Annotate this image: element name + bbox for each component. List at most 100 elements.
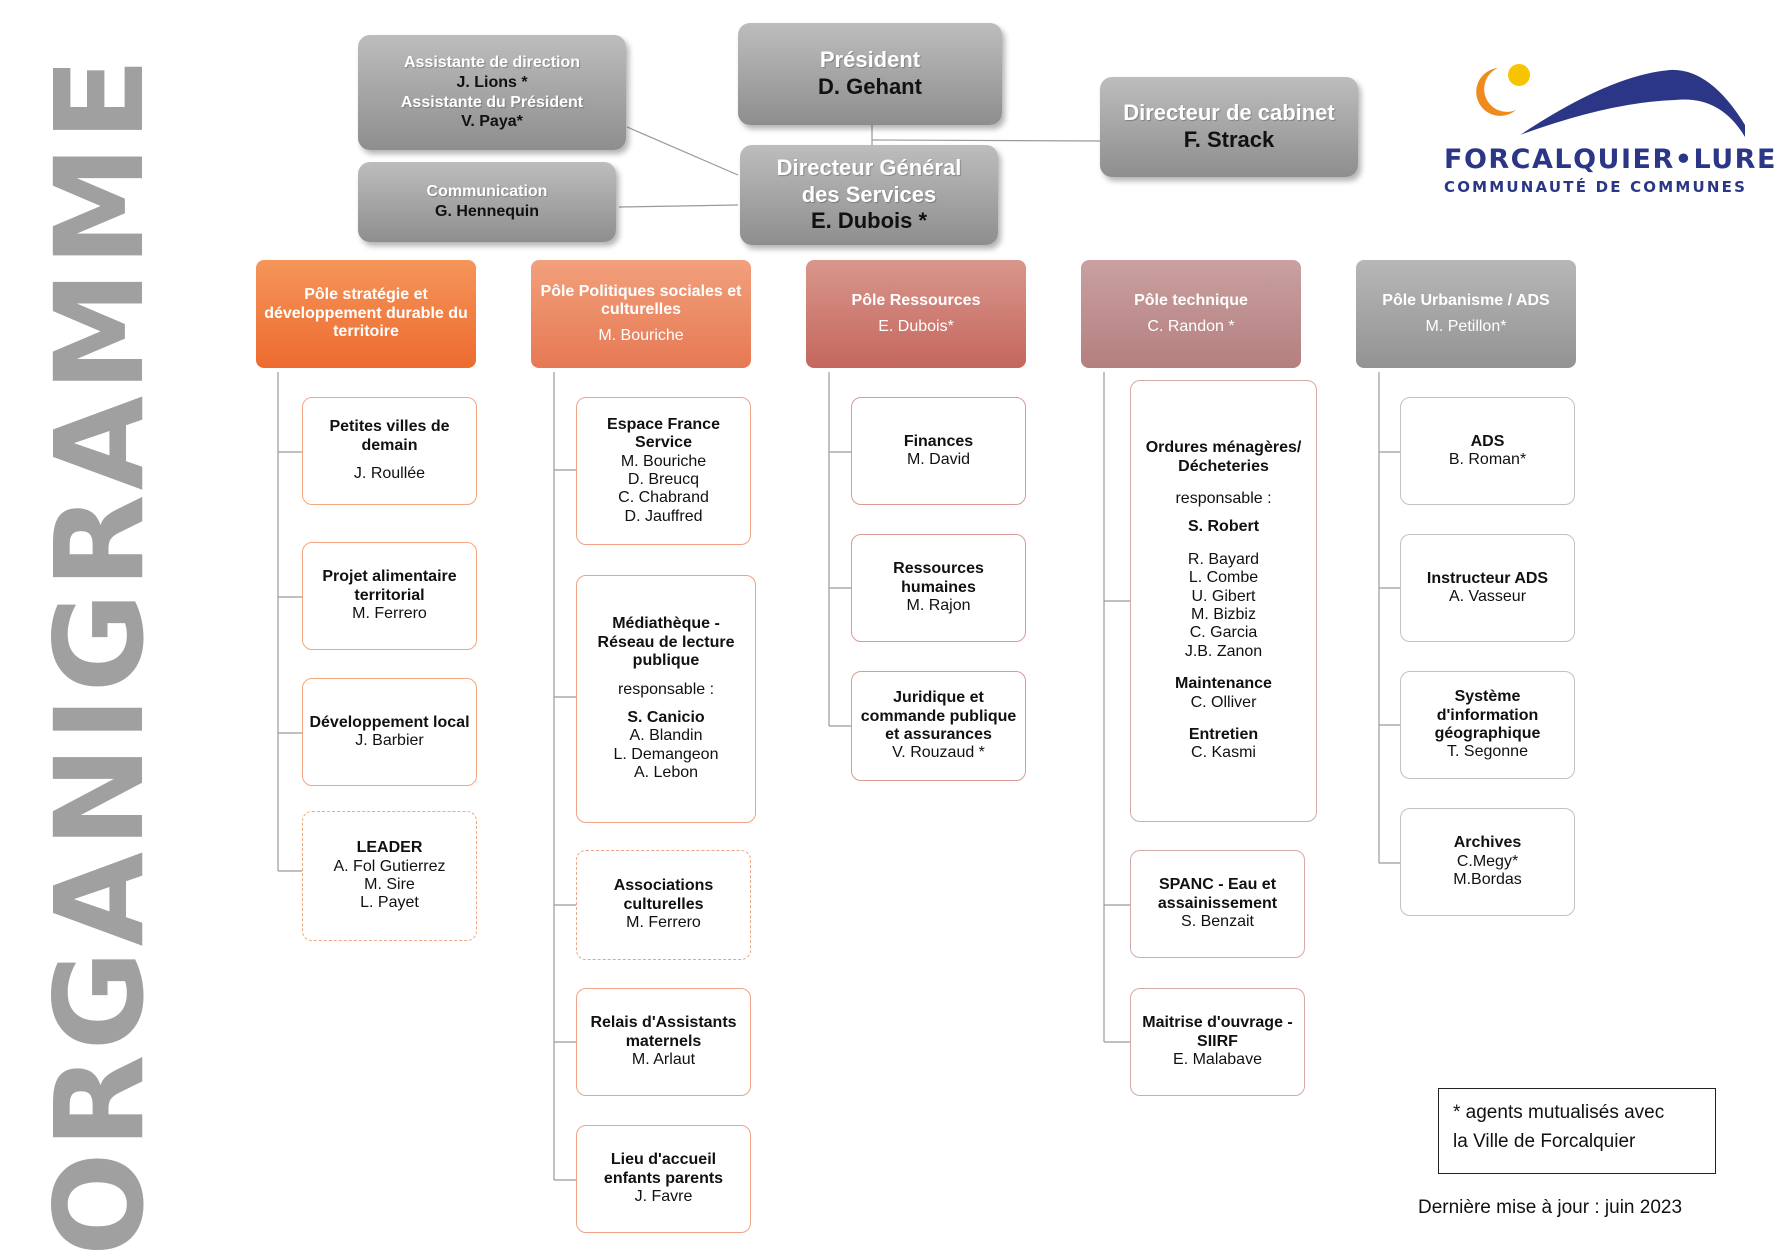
service-person: M. David bbox=[906, 451, 971, 468]
service-instructeur-ads: Instructeur ADS A. Vasseur bbox=[1400, 534, 1575, 642]
service-person: A. Fol Gutierrez bbox=[333, 857, 446, 875]
cabinet-title: Directeur de cabinet bbox=[1123, 100, 1335, 126]
service-person: A. Blandin bbox=[629, 727, 703, 745]
president-title: Président bbox=[819, 47, 921, 73]
service-person: M. Ferrero bbox=[626, 914, 701, 932]
communication-name: G. Hennequin bbox=[435, 203, 539, 220]
service-title: Finances bbox=[903, 432, 974, 450]
communication-box: Communication G. Hennequin bbox=[358, 162, 616, 242]
service-person: R. Bayard bbox=[1187, 550, 1260, 568]
service-maitrise-ouvrage: Maitrise d'ouvrage - SIIRF E. Malabave bbox=[1130, 988, 1305, 1096]
service-relais-assistants: Relais d'Assistants maternels M. Arlaut bbox=[576, 988, 751, 1096]
service-petites-villes: Petites villes de demain J. Roullée bbox=[302, 397, 477, 505]
service-title: Ordures ménagères/ Décheteries bbox=[1145, 439, 1302, 475]
pole-ressources: Pôle Ressources E. Dubois* bbox=[806, 260, 1026, 368]
service-person: S. Benzait bbox=[1181, 913, 1254, 931]
service-juridique: Juridique et commande publique et assura… bbox=[851, 671, 1026, 781]
responsable-label: responsable : bbox=[1175, 490, 1272, 508]
service-leader: LEADER A. Fol Gutierrez M. Sire L. Payet bbox=[302, 811, 477, 941]
president-name: D. Gehant bbox=[818, 74, 922, 99]
service-ordures-menageres: Ordures ménagères/ Décheteries responsab… bbox=[1130, 380, 1317, 822]
service-lieu-accueil: Lieu d'accueil enfants parents J. Favre bbox=[576, 1125, 751, 1233]
service-person: M. Rajon bbox=[906, 597, 971, 615]
cabinet-name: F. Strack bbox=[1183, 127, 1275, 152]
pole-title: Pôle Ressources bbox=[851, 291, 981, 309]
assistants-box: Assistante de direction J. Lions * Assis… bbox=[358, 35, 626, 150]
service-ads: ADS B. Roman* bbox=[1400, 397, 1575, 505]
service-person: J. Favre bbox=[634, 1188, 693, 1206]
service-person: M. Arlaut bbox=[631, 1051, 696, 1069]
cabinet-box: Directeur de cabinet F. Strack bbox=[1100, 77, 1358, 177]
pole-title: Pôle Politiques sociales et culturelles bbox=[540, 282, 742, 318]
service-person: J.B. Zanon bbox=[1184, 642, 1263, 660]
logo: FORCALQUIER•LURE COMMUNAUTÉ DE COMMUNES bbox=[1440, 40, 1775, 205]
service-person: L. Combe bbox=[1188, 569, 1259, 587]
legend-note: * agents mutualisés avec la Ville de For… bbox=[1438, 1088, 1716, 1174]
service-person: M. Sire bbox=[364, 876, 415, 893]
pole-strategie: Pôle stratégie et développement durable … bbox=[256, 260, 476, 368]
service-person: C. Chabrand bbox=[618, 489, 709, 507]
service-person: B. Roman* bbox=[1448, 451, 1527, 468]
service-spanc: SPANC - Eau et assainissement S. Benzait bbox=[1130, 850, 1305, 958]
service-lead: S. Canicio bbox=[627, 709, 705, 726]
service-projet-alimentaire: Projet alimentaire territorial M. Ferrer… bbox=[302, 542, 477, 650]
legend-line-2: la Ville de Forcalquier bbox=[1453, 1130, 1636, 1152]
service-title: Juridique et commande publique et assura… bbox=[860, 689, 1017, 743]
service-person: A. Vasseur bbox=[1448, 588, 1527, 605]
service-person: D. Jauffred bbox=[624, 507, 703, 525]
pole-title: Pôle Urbanisme / ADS bbox=[1382, 291, 1550, 309]
service-person: D. Breucq bbox=[627, 471, 700, 488]
dgs-name: E. Dubois * bbox=[810, 208, 928, 234]
last-updated: Dernière mise à jour : juin 2023 bbox=[1418, 1197, 1683, 1218]
logo-name: FORCALQUIER•LURE bbox=[1444, 144, 1777, 175]
service-person: M. Bizbiz bbox=[1191, 606, 1256, 623]
service-person: M.Bordas bbox=[1453, 871, 1522, 889]
service-title: LEADER bbox=[356, 839, 423, 857]
assistant-name-2: V. Paya* bbox=[461, 113, 523, 131]
service-developpement-local: Développement local J. Barbier bbox=[302, 678, 477, 786]
page-title: ORGANIGRAMME bbox=[29, 53, 171, 1256]
service-title: Développement local bbox=[309, 713, 470, 731]
pole-head: E. Dubois* bbox=[878, 318, 954, 336]
service-associations: Associations culturelles M. Ferrero bbox=[576, 850, 751, 960]
service-lead: S. Robert bbox=[1187, 518, 1260, 536]
entretien-person: C. Kasmi bbox=[1191, 744, 1256, 762]
service-title: Instructeur ADS bbox=[1426, 569, 1549, 587]
pole-title: Pôle technique bbox=[1134, 291, 1248, 309]
assistant-name-1: J. Lions * bbox=[456, 73, 528, 91]
service-person: M. Bouriche bbox=[620, 452, 707, 470]
dgs-box: Directeur Général des Services E. Dubois… bbox=[740, 145, 998, 245]
service-title: Associations culturelles bbox=[613, 877, 714, 913]
service-title: Lieu d'accueil enfants parents bbox=[603, 1151, 724, 1187]
responsable-label: responsable : bbox=[617, 680, 715, 698]
service-title: Maitrise d'ouvrage - SIIRF bbox=[1142, 1014, 1293, 1050]
service-person: L. Payet bbox=[360, 894, 419, 912]
pole-title: Pôle stratégie et développement durable … bbox=[264, 286, 468, 341]
dgs-title-2: des Services bbox=[801, 181, 937, 207]
entretien-title: Entretien bbox=[1188, 725, 1259, 743]
service-person: C. Garcia bbox=[1189, 624, 1258, 642]
pole-politiques-sociales: Pôle Politiques sociales et culturelles … bbox=[531, 260, 751, 368]
maintenance-person: C. Olliver bbox=[1190, 693, 1257, 711]
pole-technique: Pôle technique C. Randon * bbox=[1081, 260, 1301, 368]
assistant-role-2: Assistante du Président bbox=[400, 93, 584, 111]
service-mediatheque: Médiathèque - Réseau de lecture publique… bbox=[576, 575, 756, 823]
service-title: ADS bbox=[1470, 432, 1505, 450]
pole-urbanisme: Pôle Urbanisme / ADS M. Petillon* bbox=[1356, 260, 1576, 368]
logo-emblem-icon bbox=[1459, 50, 1745, 137]
service-person: M. Ferrero bbox=[352, 605, 427, 623]
service-person: L. Demangeon bbox=[613, 745, 719, 763]
pole-head: C. Randon * bbox=[1147, 318, 1235, 336]
service-title: Petites villes de demain bbox=[329, 418, 450, 454]
maintenance-title: Maintenance bbox=[1175, 675, 1272, 693]
service-title: SPANC - Eau et assainissement bbox=[1157, 876, 1278, 912]
service-title: Relais d'Assistants maternels bbox=[590, 1014, 737, 1050]
service-title: Médiathèque - Réseau de lecture publique bbox=[597, 615, 735, 670]
communication-title: Communication bbox=[426, 183, 548, 201]
service-person: J. Roullée bbox=[353, 465, 426, 483]
service-person: V. Rouzaud * bbox=[892, 744, 985, 762]
service-title: Système d'information géographique bbox=[1434, 688, 1541, 742]
pole-head: M. Petillon* bbox=[1425, 318, 1507, 336]
service-person: C.Megy* bbox=[1456, 852, 1519, 870]
